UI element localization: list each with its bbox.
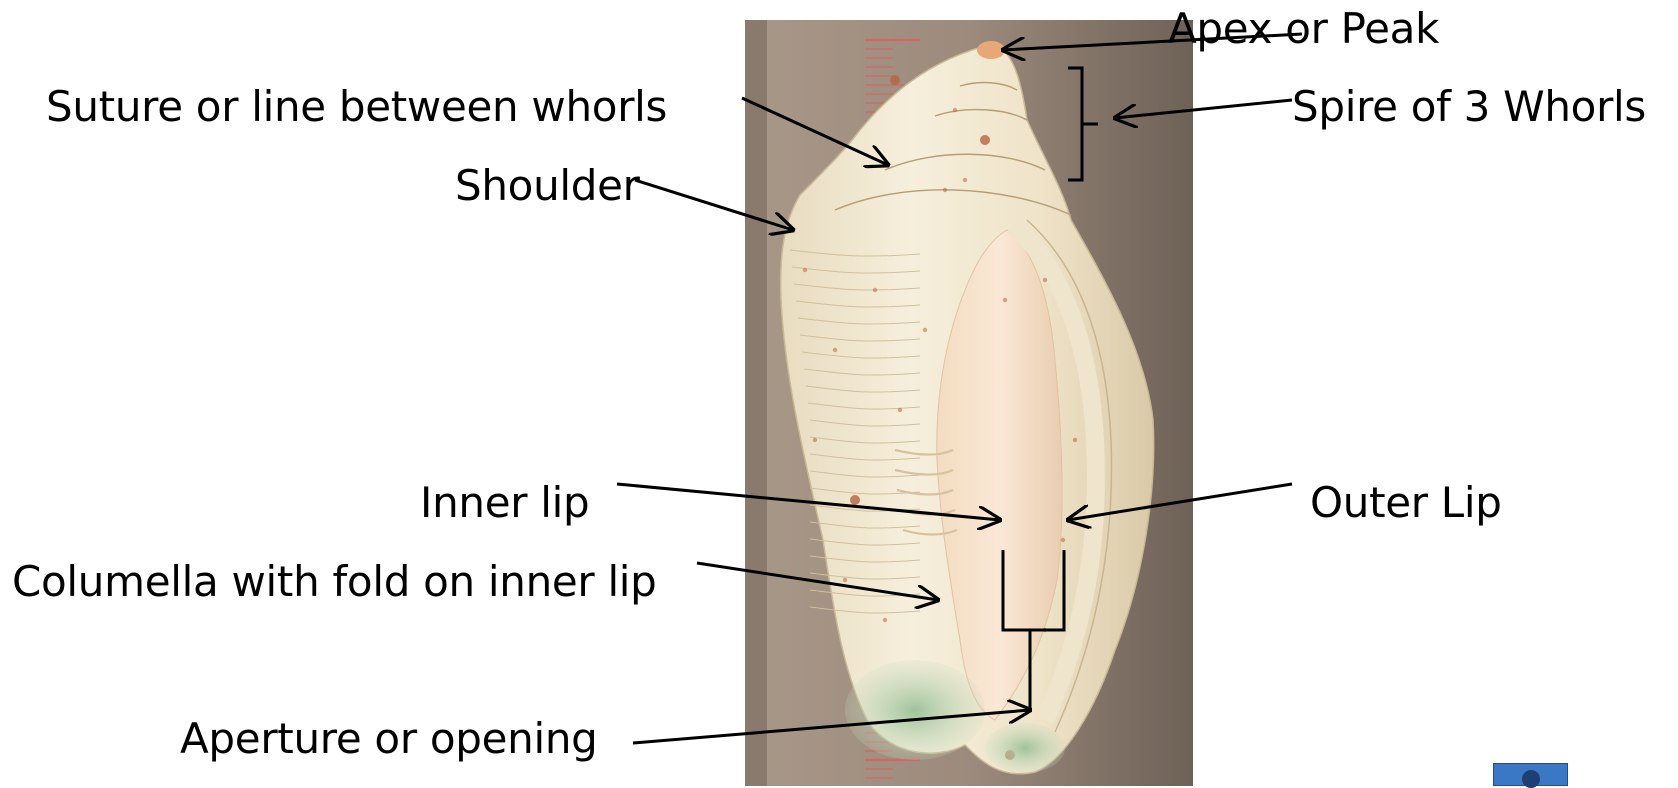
circle-icon (1522, 770, 1540, 788)
arrow-outer-lip (1068, 484, 1292, 520)
arrow-suture (742, 98, 888, 165)
arrow-shoulder (635, 180, 793, 230)
bracket-spire (1068, 68, 1098, 180)
arrow-apex (1003, 34, 1302, 50)
bracket-aperture (1003, 550, 1064, 712)
arrow-columella (697, 563, 938, 600)
arrow-aperture (633, 710, 1030, 743)
arrow-inner-lip (617, 484, 1000, 520)
nav-button[interactable] (1493, 763, 1568, 786)
arrow-spire (1115, 100, 1292, 118)
